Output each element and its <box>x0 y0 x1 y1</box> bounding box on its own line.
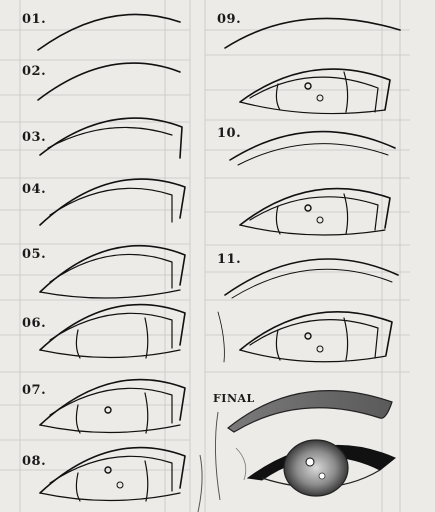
step-06-drawing <box>39 303 186 359</box>
step-07-drawing <box>39 378 186 434</box>
final-label: FINAL <box>213 392 255 405</box>
step-label-01: 01. <box>22 12 47 27</box>
step-11-drawing <box>217 258 399 363</box>
step-08-drawing <box>39 446 186 502</box>
step-label-03: 03. <box>22 130 47 145</box>
step-label-09: 09. <box>217 12 242 27</box>
step-label-04: 04. <box>22 182 47 197</box>
step-label-08: 08. <box>22 454 47 469</box>
step-04-drawing <box>39 178 186 226</box>
final-drawing <box>197 390 396 512</box>
step-03-drawing <box>39 117 183 159</box>
step-label-10: 10. <box>217 126 242 141</box>
step-label-06: 06. <box>22 316 47 331</box>
step-10-drawing <box>229 130 396 236</box>
step-label-11: 11. <box>217 252 242 267</box>
step-01-drawing <box>37 13 181 51</box>
step-09-drawing <box>224 17 401 115</box>
step-02-drawing <box>37 62 181 101</box>
step-label-05: 05. <box>22 247 47 262</box>
step-label-02: 02. <box>22 64 47 79</box>
step-label-07: 07. <box>22 383 47 398</box>
step-05-drawing <box>39 244 186 299</box>
guide-grid <box>0 0 410 512</box>
